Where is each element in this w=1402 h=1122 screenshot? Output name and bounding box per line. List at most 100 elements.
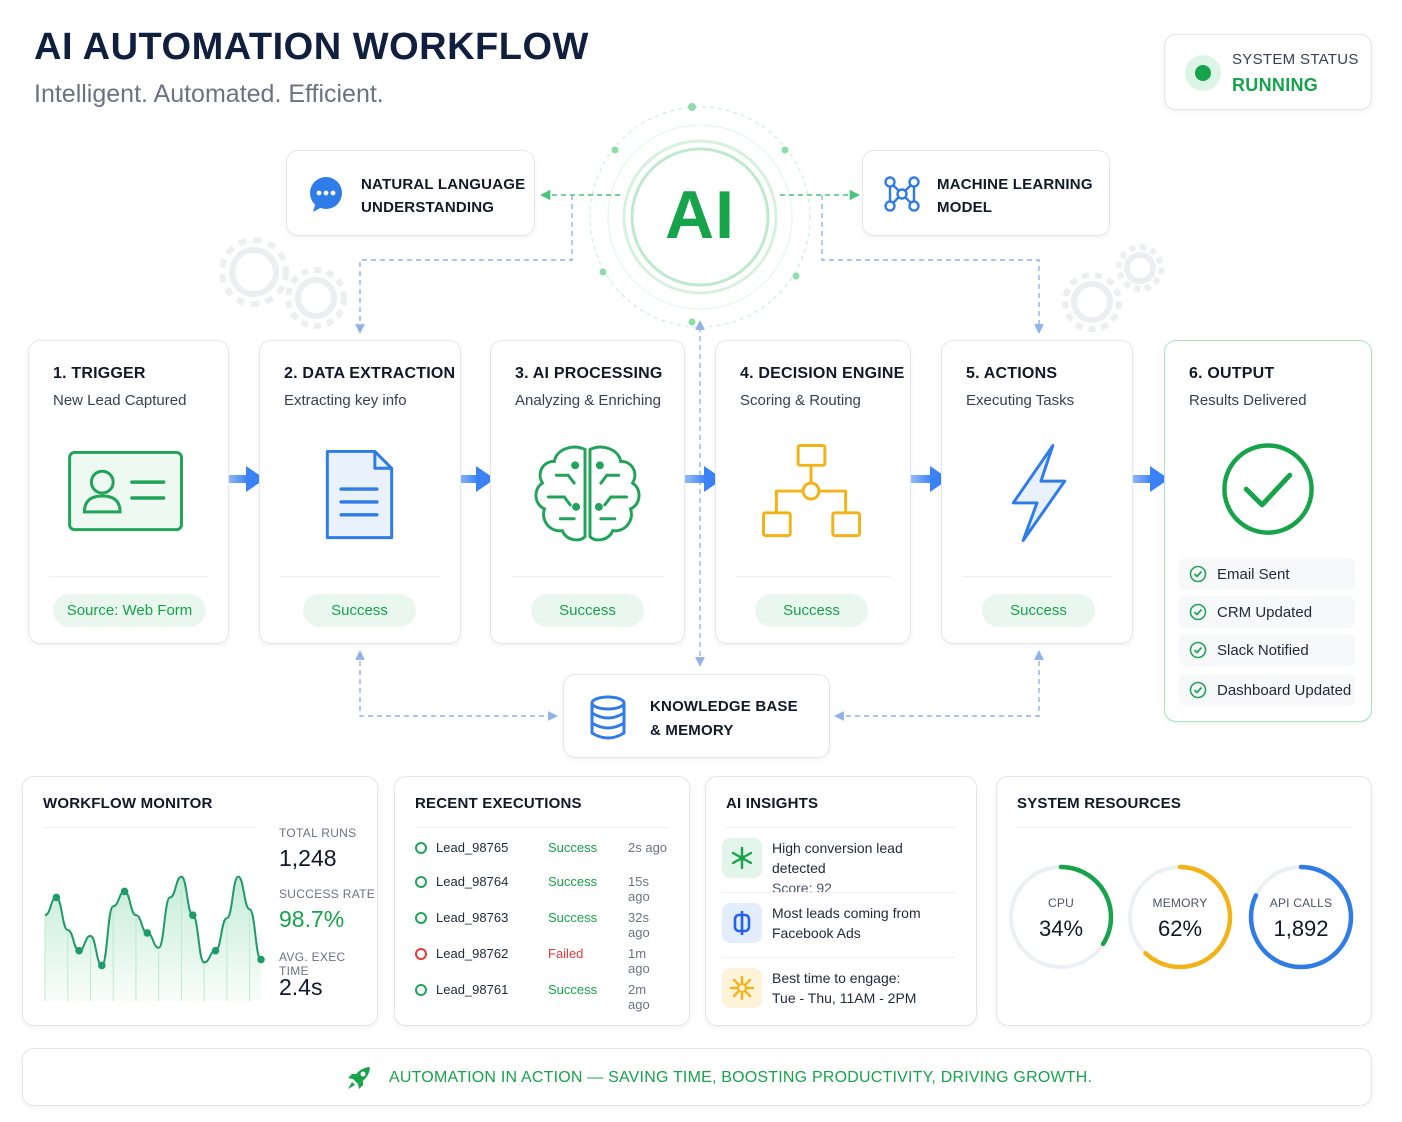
feature-line1: NATURAL LANGUAGE [361,176,526,193]
check-icon [1189,565,1207,583]
sparkle-icon [722,838,762,878]
gauge-arc [1248,864,1354,970]
step-card-actions[interactable]: 5. ACTIONS Executing Tasks Success [941,340,1133,644]
cpu-gauge [1008,864,1114,970]
step-title: 6. OUTPUT [1189,365,1275,382]
step-card-trigger[interactable]: 1. TRIGGER New Lead Captured Source: Web… [28,340,229,644]
ai-hub [622,139,778,295]
execution-name: Lead_98762 [436,946,509,961]
execution-row[interactable]: Lead_98764 Success 15s ago [415,872,671,904]
success-rate-value: 98.7% [279,906,345,932]
step-card-output[interactable]: 6. OUTPUT Results Delivered Email Sent C… [1164,340,1372,722]
insight-line1: Most leads coming from [772,905,921,921]
knowledge-base-line1: KNOWLEDGE BASE [650,698,798,715]
total-runs-label: TOTAL RUNS [279,826,357,840]
sparkline-point [143,929,152,937]
sparkline-point [257,955,265,964]
step-subtitle: Scoring & Routing [740,392,861,409]
lightning-icon [1011,444,1067,543]
panel-title: RECENT EXECUTIONS [415,795,582,812]
step-subtitle: Analyzing & Enriching [515,392,661,409]
execution-name: Lead_98761 [436,982,509,997]
output-item-slack-notified: Slack Notified [1179,634,1355,666]
step-card-data-extraction[interactable]: 2. DATA EXTRACTION Extracting key info S… [259,340,461,644]
sparkline-point [75,946,83,955]
status-indicator-icon [1185,55,1221,91]
execution-name: Lead_98765 [436,840,509,855]
insight-line1: High conversion lead detected [772,840,903,876]
footer-banner: AUTOMATION IN ACTION — SAVING TIME, BOOS… [22,1048,1372,1106]
sparkline-point [98,961,106,970]
check-icon [1189,681,1207,699]
execution-row[interactable]: Lead_98763 Success 32s ago [415,908,671,940]
step-title: 3. AI PROCESSING [515,365,663,382]
total-runs-value: 1,248 [279,845,337,871]
system-status-label: SYSTEM STATUS [1232,51,1359,68]
feature-line2: UNDERSTANDING [361,199,495,216]
sparkline-point [52,893,61,902]
step-title: 4. DECISION ENGINE [740,365,905,382]
knowledge-base-card[interactable]: KNOWLEDGE BASE & MEMORY [563,674,830,758]
neural-network-icon [884,176,920,212]
status-badge: Success [303,594,416,627]
execution-status: Failed [548,946,584,961]
step-subtitle: Results Delivered [1189,392,1307,409]
feature-card-ml: MACHINE LEARNING MODEL [862,150,1110,236]
contact-card-icon [68,450,183,532]
page-subtitle: Intelligent. Automated. Efficient. [34,80,384,108]
check-circle-icon [1222,443,1314,535]
panel-title: WORKFLOW MONITOR [43,795,213,812]
success-rate-label: SUCCESS RATE [279,887,376,901]
ai-insights-panel: AI INSIGHTS High conversion lead detecte… [705,776,977,1026]
status-ring-icon [415,912,427,924]
step-card-decision-engine[interactable]: 4. DECISION ENGINE Scoring & Routing Suc… [715,340,911,644]
execution-status: Success [548,874,598,889]
flow-arrow [218,466,265,492]
status-badge: Success [755,594,868,627]
workflow-monitor-panel: WORKFLOW MONITOR TOTAL RUNS 1,248 SUCCES… [22,776,378,1026]
status-ring-icon [415,876,427,888]
chat-bubble-icon [310,177,342,212]
api-calls-label: API CALLS [1269,896,1333,910]
memory-label: MEMORY [1152,896,1208,910]
memory-gauge [1127,864,1233,970]
execution-time: 2s ago [628,840,668,855]
system-status-value: RUNNING [1232,75,1319,95]
feature-line1: MACHINE LEARNING [937,176,1093,193]
system-resources-panel: SYSTEM RESOURCES [996,776,1372,1026]
step-card-ai-processing[interactable]: 3. AI PROCESSING Analyzing & Enriching S… [490,340,685,644]
execution-time: 32s ago [628,910,650,940]
output-item-dashboard-updated: Dashboard Updated [1179,674,1355,706]
channel-icon [722,903,762,943]
execution-time: 2m ago [628,982,650,1012]
insight-line2: Score: 92 [772,880,832,896]
check-icon [1189,641,1207,659]
insight-line2: Facebook Ads [772,925,861,941]
insight-line2: Tue - Thu, 11AM - 2PM [772,990,917,1006]
step-subtitle: Executing Tasks [966,392,1075,409]
page-title: AI AUTOMATION WORKFLOW [34,26,589,68]
gear-icon [219,237,1164,332]
document-icon [325,449,394,540]
flow-arrow [1122,466,1169,492]
avg-exec-label: AVG. EXEC TIME [279,950,346,978]
execution-time: 1m ago [628,946,650,976]
execution-status: Success [548,840,598,855]
gauge-arc [1008,864,1114,970]
execution-row[interactable]: Lead_98761 Success 2m ago [415,980,671,1012]
footer-banner-text: AUTOMATION IN ACTION — SAVING TIME, BOOS… [389,1069,1093,1086]
output-item-label: Email Sent [1217,566,1290,583]
step-subtitle: New Lead Captured [53,392,187,409]
database-icon [590,695,626,740]
execution-name: Lead_98764 [436,874,509,889]
execution-row[interactable]: Lead_98762 Failed 1m ago [415,944,671,976]
recent-executions-panel: RECENT EXECUTIONS Lead_98765 Success 2s … [394,776,690,1026]
status-badge: Success [531,594,644,627]
flowchart-icon [762,444,862,538]
sun-icon [722,968,762,1008]
output-item-label: Slack Notified [1217,642,1309,659]
cpu-label: CPU [1048,896,1074,910]
execution-row[interactable]: Lead_98765 Success 2s ago [415,838,671,860]
knowledge-base-line2: & MEMORY [650,722,734,739]
